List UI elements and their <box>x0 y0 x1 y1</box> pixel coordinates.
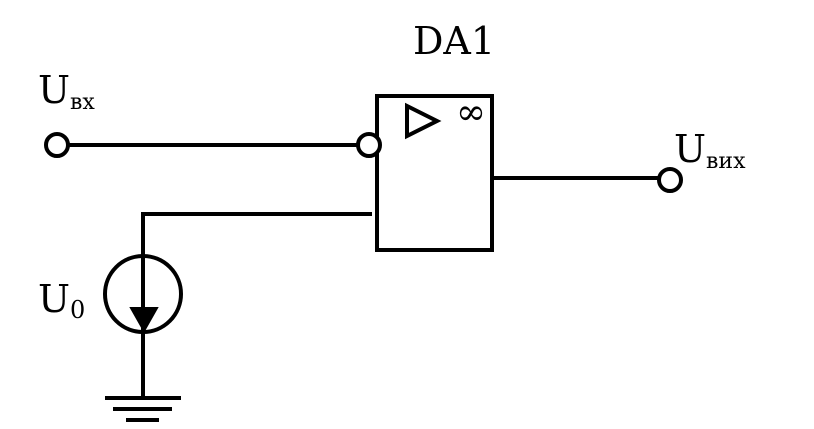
ground-icon <box>105 396 181 422</box>
inverting-input-circle <box>356 132 382 158</box>
input-terminal <box>44 132 70 158</box>
source-label-main: U <box>38 277 70 321</box>
output-label-sub: вих <box>706 149 746 174</box>
output-label-main: U <box>674 127 706 171</box>
source-label-sub: 0 <box>70 296 85 324</box>
input-label: Uвх <box>38 68 95 115</box>
output-terminal <box>657 167 683 193</box>
source-label: U0 <box>38 277 85 324</box>
input-label-main: U <box>38 68 70 112</box>
triangle-icon <box>405 102 442 140</box>
input-label-sub: вх <box>70 90 95 115</box>
opamp-block <box>375 94 494 252</box>
source-circle <box>103 254 183 334</box>
component-label: DA1 <box>413 19 495 63</box>
infinity-symbol: ∞ <box>456 92 486 133</box>
source-arrow <box>129 307 159 334</box>
output-label: Uвих <box>674 127 746 174</box>
current-source-icon <box>103 254 183 334</box>
